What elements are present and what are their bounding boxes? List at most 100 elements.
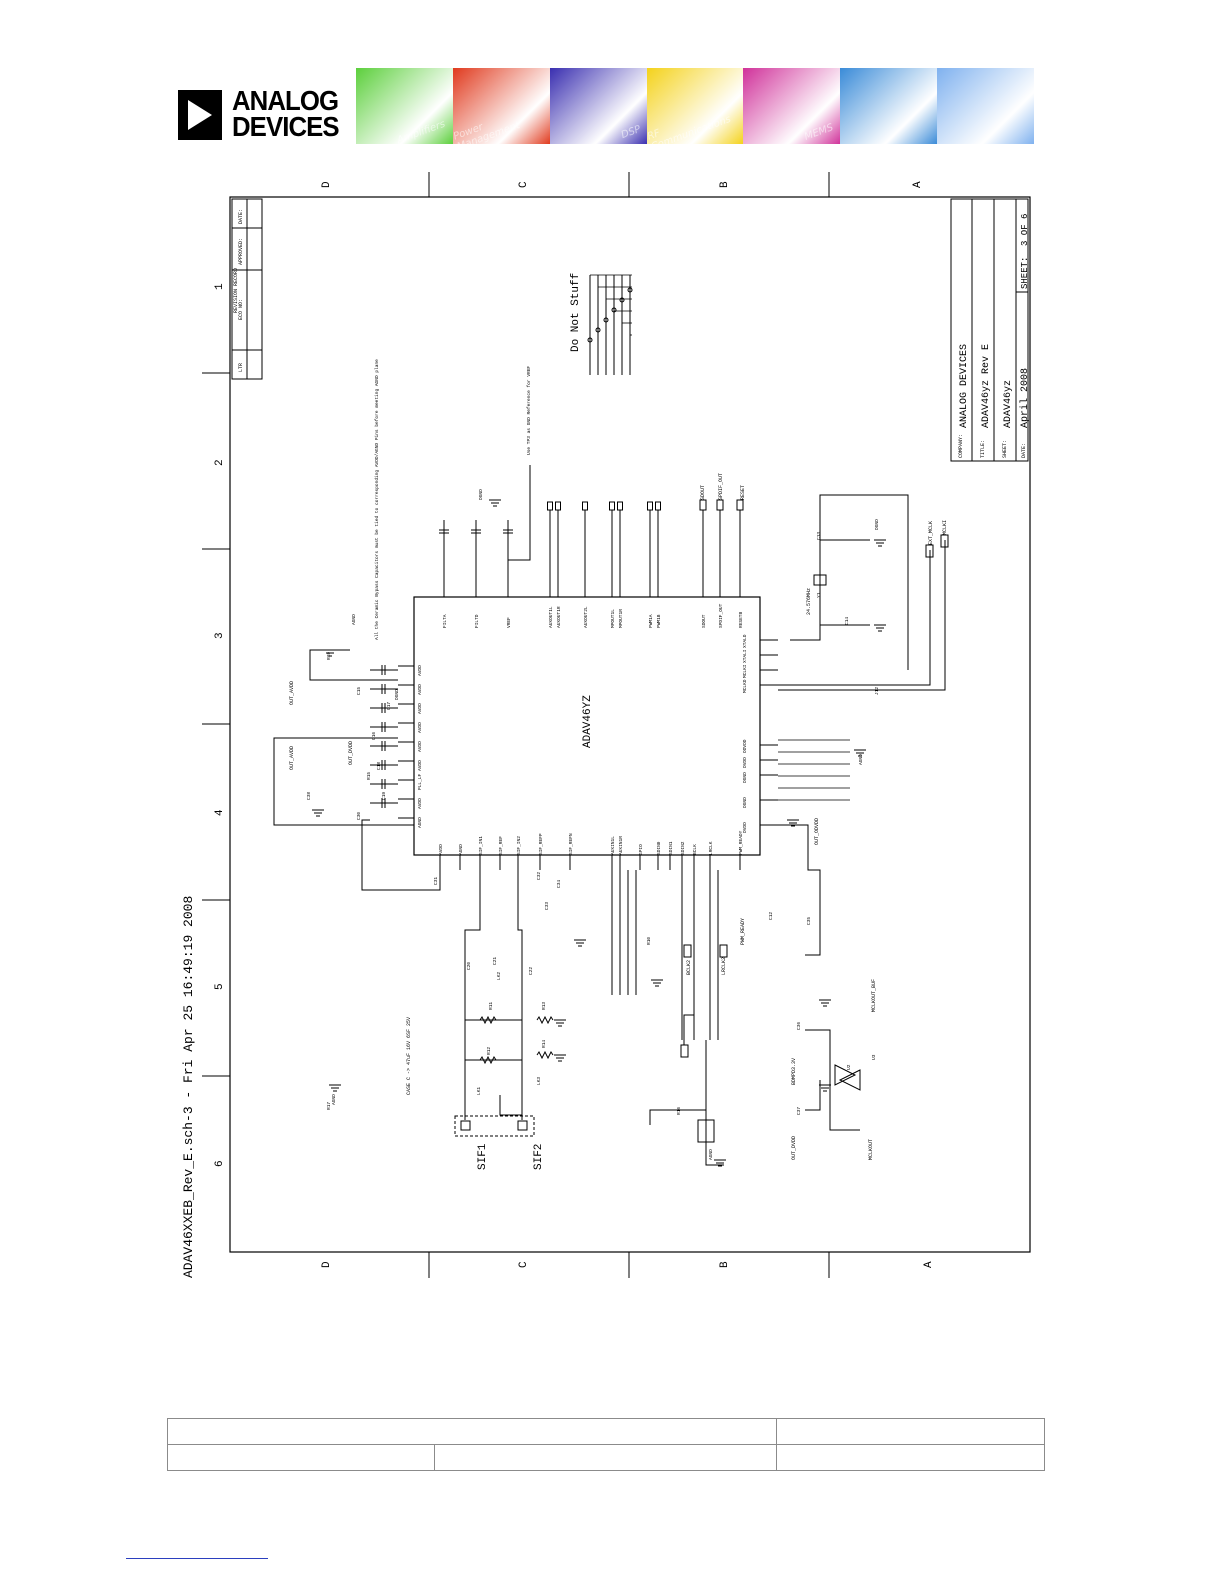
- ic-pin-label: ODVDD: [742, 739, 748, 753]
- component-designator: R14: [541, 1040, 547, 1048]
- footer-table: [167, 1418, 1045, 1471]
- revision-header: LTR: [238, 363, 244, 372]
- test-point: [655, 501, 661, 511]
- banner-segment: [937, 68, 1034, 144]
- ic-pin-label: AVDD: [417, 722, 423, 733]
- component-designator: R15: [366, 772, 372, 780]
- zone-number: 6: [214, 1160, 226, 1167]
- net-label: EXT_MCLK: [928, 521, 934, 545]
- resistor: [479, 1015, 497, 1025]
- ic-pin-label: DVDD: [742, 822, 748, 833]
- banner-segment: DSP: [549, 68, 647, 144]
- ic-pin-label: AUXIN1L: [610, 836, 616, 855]
- zone-letter: C: [518, 1261, 530, 1268]
- ic-pin-label: DVDD: [742, 757, 748, 768]
- component-designator: C18: [376, 762, 382, 770]
- ic-pin-label: SDOUT: [701, 614, 707, 628]
- sif-wire: [499, 1095, 522, 1116]
- net-label: OUT_DVDD: [791, 1136, 797, 1160]
- title-block: [950, 198, 1029, 462]
- component-designator: C17: [386, 702, 392, 710]
- sif-wire: [517, 870, 523, 1120]
- ic-pin-label: AUXIN1R: [618, 836, 624, 855]
- ground-label: DGND: [394, 689, 400, 700]
- crystal-frequency: 24.576MHz: [806, 588, 812, 615]
- component-designator: C38: [306, 792, 312, 800]
- logo-line-1: ANALOG: [232, 85, 339, 116]
- net-label: BDMPD3.3V: [791, 1058, 797, 1085]
- component-designator: R10: [646, 937, 652, 945]
- net-label: SDOUT: [700, 485, 706, 500]
- revision-header: DATE:: [238, 209, 244, 224]
- ic-pin-label: VREF: [506, 617, 512, 628]
- component-designator: C37: [796, 1107, 802, 1115]
- buffer-wire: [805, 1080, 821, 1111]
- ic-pin-label: AVDD: [417, 665, 423, 676]
- dns-test-point: [619, 297, 625, 303]
- agnd-wire: [361, 819, 441, 891]
- ic-pin-label: AGND: [458, 844, 464, 855]
- ic-pin-label: AVDD: [438, 844, 444, 855]
- odvdd-wire: [778, 824, 821, 956]
- net-label: OUT_DVDD: [348, 741, 354, 765]
- logo-line-2: DEVICES: [232, 111, 340, 142]
- ic-pin-label: SDIN1: [668, 841, 674, 855]
- net-port: [716, 499, 724, 511]
- ic-pin-label: SIF_IN2: [516, 836, 522, 855]
- revision-header: REVISION RECORD: [233, 268, 239, 313]
- footer-column-divider: [434, 1444, 435, 1470]
- ic-adav46yz: [413, 596, 761, 856]
- revision-header: APPROVED:: [238, 238, 244, 265]
- sif-wire: [464, 870, 481, 1120]
- dns-test-point: [627, 287, 633, 293]
- sheet-label: SHEET:: [1002, 440, 1008, 458]
- ground-label: AGND: [858, 754, 864, 765]
- banner-segment: MEMS: [743, 68, 841, 144]
- buffer-u3: [838, 1069, 861, 1091]
- component-designator: C36: [796, 1022, 802, 1030]
- ic-pin-label: PWM1A: [648, 614, 654, 628]
- do-not-stuff-test-points: [587, 274, 633, 375]
- ic-pin-label: XTALO: [742, 634, 748, 648]
- ic-pin-label: FILTD: [474, 614, 480, 628]
- ic-pin-label: MPOUT1L: [610, 609, 616, 628]
- net-label: RESET: [740, 485, 746, 500]
- component-designator: R17: [326, 1102, 332, 1110]
- test-point: [547, 501, 553, 511]
- component-designator: C13: [816, 532, 822, 540]
- sheet-number-label: SHEET:: [1020, 257, 1030, 289]
- ic-pin-label: SIF_IN1: [478, 836, 484, 855]
- ic-pin-label: LRCLK: [708, 841, 714, 855]
- avdd-wire: [273, 737, 414, 826]
- component-designator: C32: [536, 872, 542, 880]
- component-designator: R16: [676, 1107, 682, 1115]
- component-designator: Y1: [816, 592, 822, 598]
- zone-letter: A: [912, 181, 924, 188]
- zone-letter: B: [719, 181, 731, 188]
- test-point: [609, 501, 615, 511]
- ic-pin-label: XTALI: [742, 649, 748, 663]
- ic-pin-label: AVDD: [417, 703, 423, 714]
- switch-s1: [697, 1119, 715, 1143]
- ic-pin-label: SDIN2: [680, 841, 686, 855]
- do-not-stuff-label: Do Not Stuff: [570, 273, 582, 352]
- footer-link-line[interactable]: [126, 1558, 268, 1559]
- net-label: MCLKOUT_BUF: [871, 979, 877, 1012]
- zone-number: 1: [214, 283, 226, 290]
- ic-pin-label: AUXOUT1R: [556, 606, 562, 628]
- ic-pin-label: PWM1B: [656, 614, 662, 628]
- dns-test-point: [611, 307, 617, 313]
- sif2-label: SIF2: [533, 1144, 545, 1170]
- net-port: [683, 944, 692, 958]
- ic-pin-label: RESETB: [738, 611, 744, 628]
- net-label: OUT_ODVDD: [814, 818, 820, 845]
- case-note: CASE C -> 47uF 16V 6SF 25V: [406, 1017, 412, 1095]
- ic-pin-label: FILTA: [442, 614, 448, 628]
- banner-segment: [840, 68, 938, 144]
- component-designator: C15: [356, 687, 362, 695]
- mclk-wire: [778, 550, 931, 686]
- title-value: ADAV46yz Rev E: [981, 344, 992, 428]
- ic-pins: AVDDAVDDAVDDAVDDAVDDAVDDPLL_LFAVDDAGNDFI…: [398, 580, 778, 870]
- dns-test-point: [603, 317, 609, 323]
- ic-pin-label: GPIO: [638, 844, 644, 855]
